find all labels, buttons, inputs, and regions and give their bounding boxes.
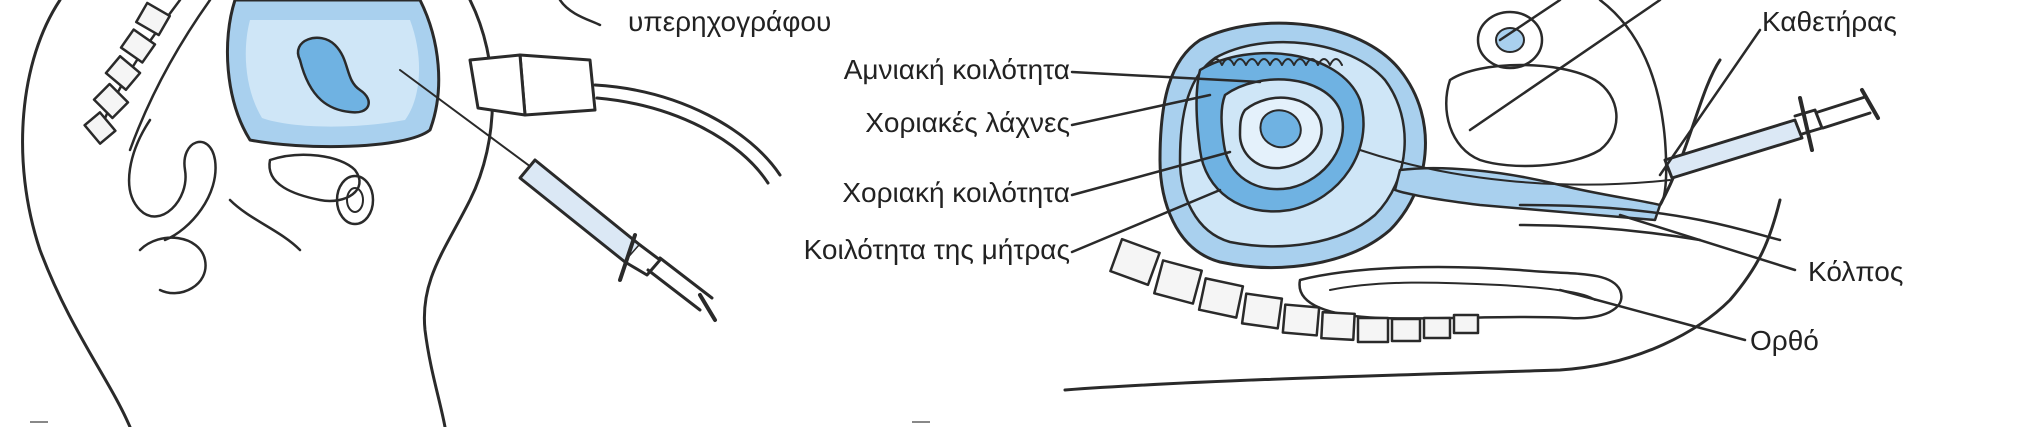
cervix-canal (1393, 166, 1662, 222)
embryo (1259, 109, 1302, 149)
leader-top-2 (1468, 0, 1662, 132)
leader-catheter (1658, 28, 1762, 177)
left-spine (83, 0, 212, 152)
sacrum (1109, 237, 1480, 344)
label-amniotic-cavity: Αμνιακή κοιλότητα (843, 54, 1070, 85)
left-fetus (296, 36, 370, 114)
left-pelvic-organs (268, 153, 361, 203)
ultrasound-probe (468, 53, 782, 185)
right-body-outline (1063, 198, 1782, 392)
ovary (1476, 10, 1544, 70)
catheter-line (1359, 149, 1671, 186)
leader-top-1 (1498, 0, 1562, 42)
left-syringe (399, 69, 717, 322)
chorionic-villi (1209, 58, 1343, 66)
label-rectum: Ορθό (1750, 325, 1819, 356)
leader-amniotic-cavity (1070, 70, 1262, 84)
right-syringe (1359, 88, 1880, 186)
left-intestines (127, 118, 217, 242)
leader-chorionic-villi (1070, 93, 1212, 127)
leader-chorionic-cavity (1070, 150, 1232, 197)
left-body-outline (21, 0, 132, 429)
bladder (1445, 63, 1618, 168)
label-vagina: Κόλπος (1808, 256, 1904, 287)
label-chorionic-villi: Χοριακές λάχνες (865, 107, 1070, 138)
left-panel (21, 0, 782, 429)
vagina-shape (1518, 203, 1782, 242)
label-catheter: Καθετήρας (1762, 6, 1897, 37)
leader-rectum (1558, 288, 1747, 342)
leader-left-top-2 (558, 0, 602, 27)
leader-uterine-cavity (1070, 188, 1222, 254)
label-uterine-cavity: Κοιλότητα της μήτρας (803, 234, 1070, 265)
label-chorionic-cavity: Χοριακή κοιλότητα (842, 177, 1070, 208)
label-ultrasound-probe: υπερηχογράφου (628, 6, 832, 37)
leader-lines (378, 0, 1797, 342)
leader-vagina (1618, 213, 1797, 272)
